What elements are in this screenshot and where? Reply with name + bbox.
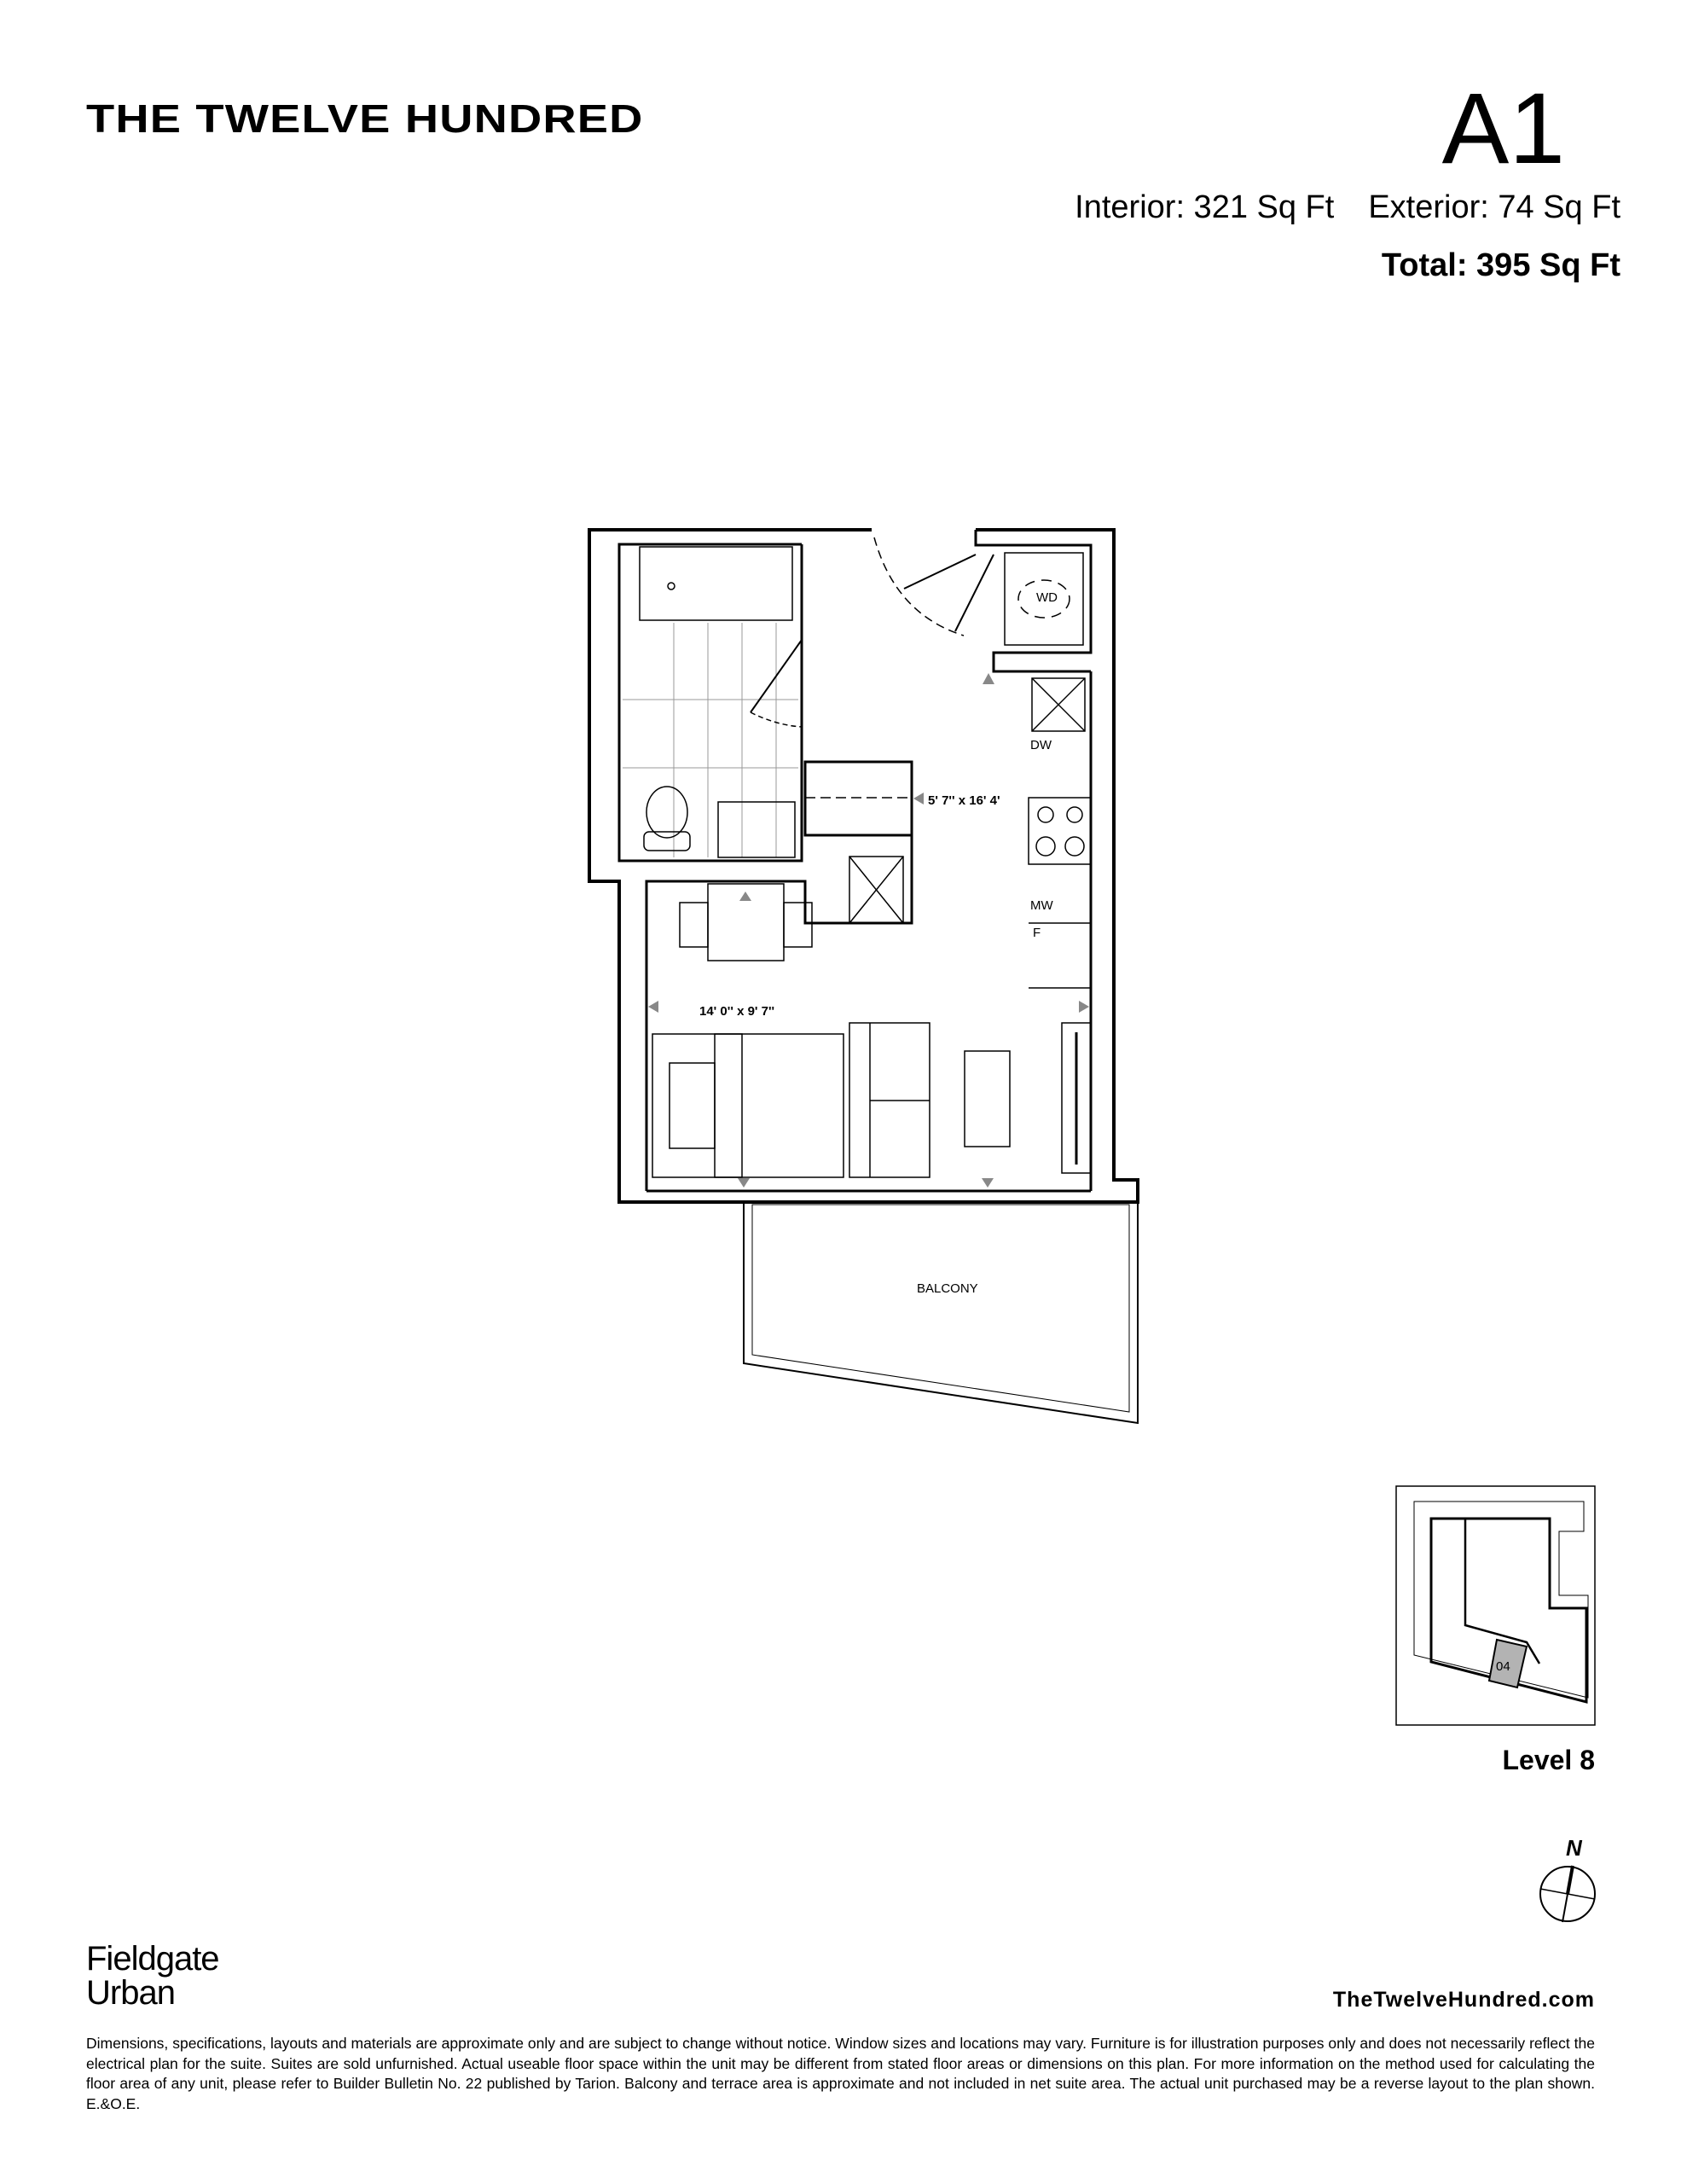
closet-box: [849, 856, 904, 924]
washer-dryer: [1004, 552, 1084, 646]
total-area: Total: 395 Sq Ft: [1381, 247, 1620, 283]
dimension-arrows: [648, 673, 1089, 1188]
exterior-area: Exterior: 74 Sq Ft: [1368, 189, 1620, 225]
vanity: [717, 801, 796, 858]
level-label: Level 8: [1502, 1745, 1595, 1775]
bed: [652, 1033, 844, 1178]
balcony-outline: [743, 1201, 1139, 1425]
kitchen-sink: [1031, 677, 1086, 732]
fixtures: [623, 537, 1092, 1178]
key-plan: 04: [1395, 1485, 1596, 1726]
bathtub: [639, 546, 793, 621]
cooktop: [1028, 797, 1092, 865]
f-label: F: [1033, 926, 1041, 940]
logo-line-1: Fieldgate: [86, 1940, 220, 1978]
toilet: [646, 786, 688, 839]
north-compass-icon: N: [1539, 1835, 1596, 1923]
unit-name: A1: [1441, 73, 1565, 185]
brand-title: THE TWELVE HUNDRED: [86, 96, 644, 141]
balcony-label: BALCONY: [917, 1281, 978, 1296]
suite-number: 04: [1496, 1659, 1510, 1674]
wd-label: WD: [1036, 590, 1058, 605]
mw-label: MW: [1030, 898, 1053, 913]
disclaimer: Dimensions, specifications, layouts and …: [86, 2035, 1595, 2112]
area-summary: Interior: 321 Sq Ft Exterior: 74 Sq Ft: [1041, 189, 1620, 226]
tv-unit: [1061, 1022, 1092, 1174]
coffee-table: [964, 1050, 1011, 1147]
website-link[interactable]: TheTwelveHundred.com: [1332, 1988, 1595, 2012]
kitchen-dimensions: 5' 7'' x 16' 4': [928, 793, 1000, 808]
living-dimensions: 14' 0'' x 9' 7'': [699, 1004, 774, 1019]
north-label: N: [1566, 1835, 1583, 1861]
logo-line-2: Urban: [86, 1974, 176, 2012]
interior-area: Interior: 321 Sq Ft: [1075, 189, 1335, 225]
dw-label: DW: [1030, 738, 1052, 752]
entry-door: [903, 554, 977, 590]
walls: [588, 528, 1139, 1204]
balcony-inner: [751, 1204, 1130, 1413]
bathroom-door: [750, 639, 803, 713]
